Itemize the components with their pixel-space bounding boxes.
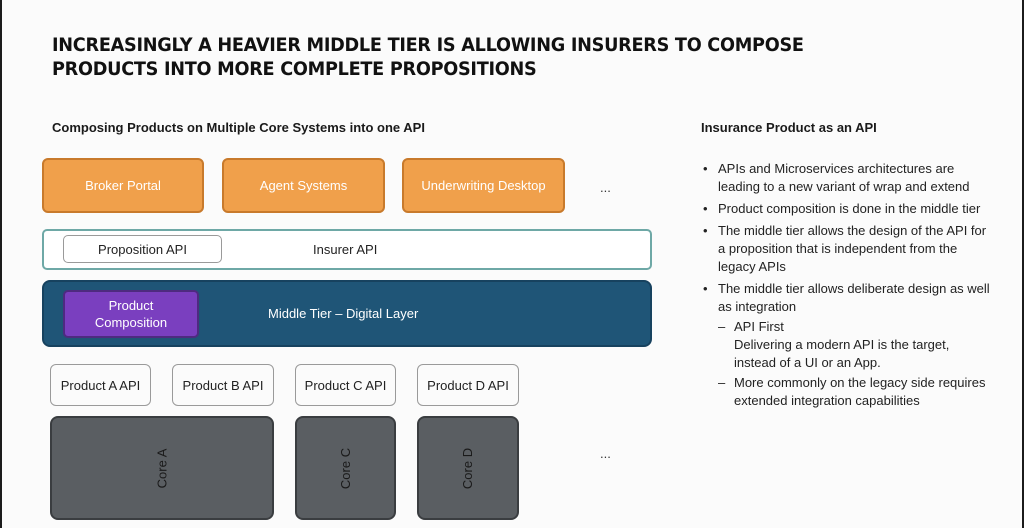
- product-a-api: Product A API: [50, 364, 151, 406]
- product-d-api: Product D API: [417, 364, 519, 406]
- product-c-api: Product C API: [295, 364, 396, 406]
- channel-broker-portal: Broker Portal: [42, 158, 204, 213]
- core-a: Core A: [50, 416, 274, 520]
- core-c-label: Core C: [338, 447, 353, 489]
- diagram-heading: Composing Products on Multiple Core Syst…: [52, 120, 425, 135]
- core-c: Core C: [295, 416, 396, 520]
- product-composition-label: Product Composition: [94, 298, 168, 330]
- product-composition-box: Product Composition: [63, 290, 199, 338]
- bullet-text: APIs and Microservices architectures are…: [718, 161, 970, 194]
- sub-bullet-text: Delivering a modern API is the target, i…: [734, 337, 950, 370]
- bullet-item: • Product composition is done in the midd…: [702, 200, 992, 218]
- bullet-dot-icon: •: [703, 161, 708, 176]
- dash-icon: –: [718, 319, 726, 334]
- proposition-api-box: Proposition API: [63, 235, 222, 263]
- bullet-text: Product composition is done in the middl…: [718, 201, 981, 216]
- bullet-text: The middle tier allows deliberate design…: [718, 281, 990, 314]
- bullet-dot-icon: •: [703, 281, 708, 296]
- core-d-label: Core D: [460, 447, 476, 489]
- bullet-item: • APIs and Microservices architectures ar…: [702, 160, 992, 196]
- sub-bullet-item: –More commonly on the legacy side requir…: [718, 374, 992, 410]
- bullet-list: • APIs and Microservices architectures ar…: [702, 160, 992, 414]
- bullets-heading: Insurance Product as an API: [701, 120, 877, 135]
- product-b-api: Product B API: [172, 364, 274, 406]
- bullet-text: The middle tier allows the design of the…: [718, 223, 987, 274]
- cores-more: ...: [600, 446, 611, 461]
- bullet-item: • The middle tier allows deliberate desig…: [702, 280, 992, 410]
- bullet-item: • The middle tier allows the design of th…: [702, 222, 992, 276]
- dash-icon: –: [718, 375, 726, 390]
- channel-agent-systems: Agent Systems: [222, 158, 385, 213]
- middle-tier-label: Middle Tier – Digital Layer: [268, 306, 419, 321]
- channels-more: ...: [600, 180, 611, 195]
- insurer-api-label: Insurer API: [313, 242, 378, 257]
- channel-underwriting-desktop: Underwriting Desktop: [402, 158, 565, 213]
- slide-title: Increasingly a heavier middle tier is al…: [52, 34, 804, 80]
- sub-bullet-title: API First: [734, 319, 784, 334]
- core-d: Core D: [417, 416, 519, 520]
- core-a-label: Core A: [154, 448, 170, 488]
- bullet-dot-icon: •: [703, 201, 708, 216]
- bullet-dot-icon: •: [703, 223, 708, 238]
- sub-bullet-title: More commonly on the legacy side require…: [734, 375, 986, 408]
